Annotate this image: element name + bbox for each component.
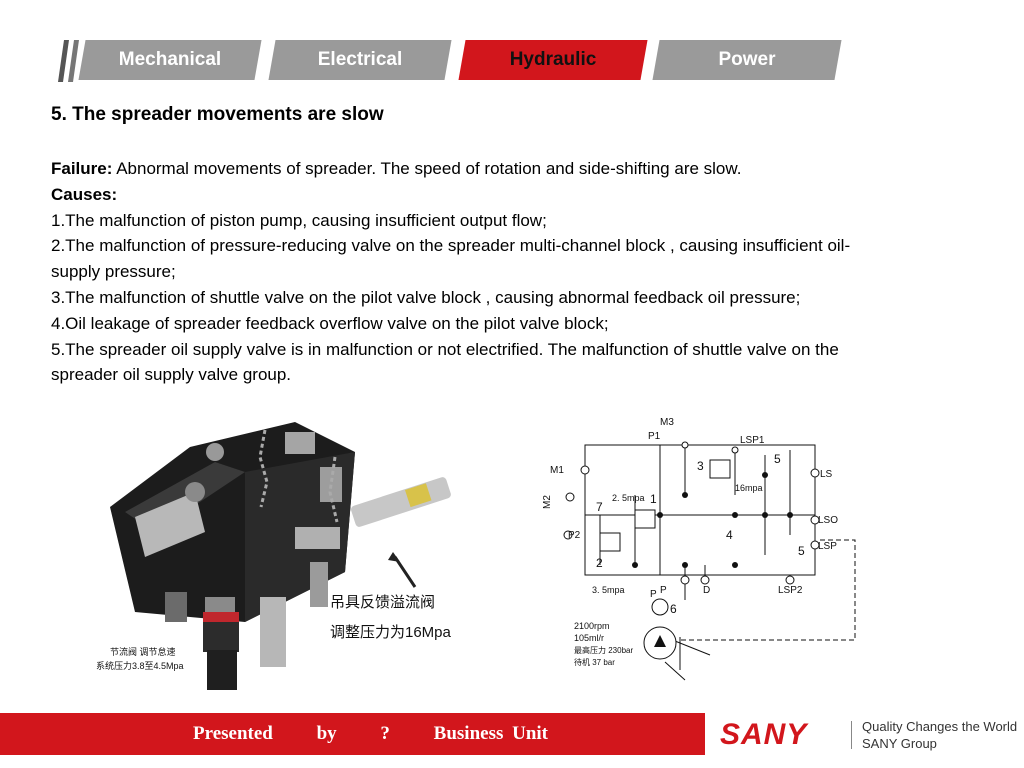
- schem-label-max-pressure: 最高压力 230bar: [574, 645, 633, 655]
- schem-num-6: 6: [670, 602, 677, 616]
- causes-label: Causes:: [51, 184, 118, 204]
- tab-electrical-label: Electrical: [317, 49, 403, 70]
- schem-num-2: 2: [596, 556, 603, 570]
- valve-block-photo: [110, 422, 451, 690]
- sany-logo: SANY: [720, 718, 808, 751]
- schem-label-d: D: [703, 585, 710, 596]
- tab-power[interactable]: Power: [652, 40, 842, 80]
- relief-valve-caption-2: 调整压力为16Mpa: [330, 624, 451, 641]
- schem-label-35mpa: 3. 5mpa: [592, 585, 625, 595]
- schem-num-5b: 5: [798, 544, 805, 558]
- schem-label-lsp: LSP: [818, 541, 837, 552]
- schem-label-p-pump: P: [650, 589, 657, 600]
- failure-text: Abnormal movements of spreader. The spee…: [112, 159, 742, 178]
- schem-label-25mpa: 2. 5mpa: [612, 493, 645, 503]
- schem-label-m3: M3: [660, 417, 674, 428]
- schem-label-p2: P2: [568, 530, 581, 541]
- schem-label-m2: M2: [542, 495, 553, 509]
- footer-group-name: SANY Group: [862, 736, 937, 751]
- tab-electrical[interactable]: Electrical: [268, 40, 452, 80]
- schem-label-m1: M1: [550, 465, 564, 476]
- schem-num-3: 3: [697, 459, 704, 473]
- footer-divider: [851, 721, 852, 749]
- schem-label-ls: LS: [820, 469, 833, 480]
- schem-num-5a: 5: [774, 452, 781, 466]
- failure-paragraph: Failure: Abnormal movements of spreader.…: [51, 156, 851, 182]
- schem-num-1: 1: [650, 492, 657, 506]
- cause-item: 4.Oil leakage of spreader feedback overf…: [51, 313, 609, 333]
- throttle-caption-1: 节流阀 调节怠速: [110, 647, 176, 657]
- relief-valve-caption-1: 吊具反馈溢流阀: [330, 594, 436, 611]
- tab-power-label: Power: [718, 49, 776, 70]
- schem-label-flow: 105ml/r: [574, 633, 604, 643]
- tab-hydraulic[interactable]: Hydraulic: [458, 40, 648, 80]
- schem-label-lso: LSO: [818, 515, 838, 526]
- tab-mechanical[interactable]: Mechanical: [78, 40, 262, 80]
- failure-label: Failure:: [51, 159, 113, 178]
- footer-red-bar: [0, 713, 705, 755]
- schem-label-p: P: [660, 585, 667, 596]
- tab-mechanical-label: Mechanical: [118, 49, 222, 70]
- cause-item: 2.The malfunction of pressure-reducing v…: [51, 236, 851, 282]
- page-title: 5. The spreader movements are slow: [51, 104, 384, 125]
- throttle-caption-2: 系统压力3.8至4.5Mpa: [96, 661, 184, 671]
- header-slash-icon: [58, 40, 79, 82]
- body-text: Failure: Abnormal movements of spreader.…: [51, 156, 851, 388]
- schem-label-16mpa: 16mpa: [735, 483, 763, 493]
- schem-num-7: 7: [596, 500, 603, 514]
- schem-label-lsp2: LSP2: [778, 585, 803, 596]
- footer-presented-text: Presented by ? Business Unit: [193, 723, 549, 744]
- tab-hydraulic-label: Hydraulic: [509, 49, 597, 70]
- cause-item: 3.The malfunction of shuttle valve on th…: [51, 287, 801, 307]
- hydraulic-schematic: M3 P1 LSP1 M1 M2 LS LSO LSP LSP2 P2 P D …: [542, 417, 856, 681]
- schem-num-4: 4: [726, 528, 733, 542]
- cause-item: 1.The malfunction of piston pump, causin…: [51, 210, 547, 230]
- schem-label-lsp1: LSP1: [740, 435, 765, 446]
- footer: Presented by ? Business Unit SANY Qualit…: [0, 713, 1024, 755]
- cause-item: 5.The spreader oil supply valve is in ma…: [51, 339, 839, 385]
- schem-label-rpm: 2100rpm: [574, 621, 610, 631]
- schem-label-p1: P1: [648, 431, 661, 442]
- footer-tagline: Quality Changes the World: [862, 719, 1018, 734]
- schem-label-standby: 待机 37 bar: [574, 657, 615, 667]
